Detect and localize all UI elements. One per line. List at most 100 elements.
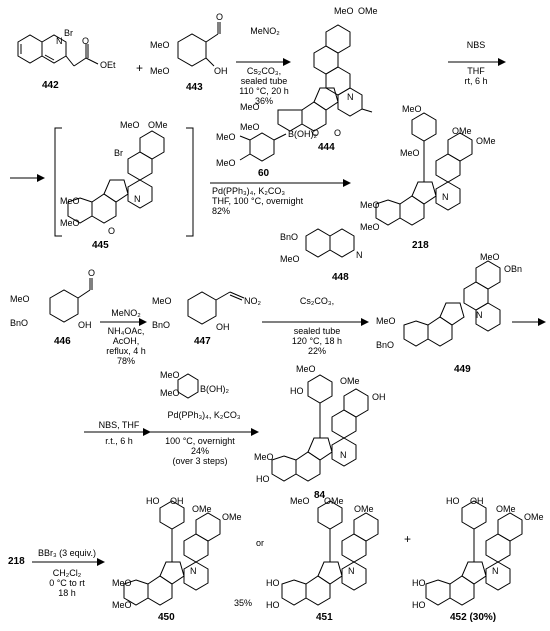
group-MeO-448: MeO: [280, 254, 300, 264]
group-MeO-444c: MeO: [240, 102, 260, 112]
compound-446: 446: [54, 336, 71, 347]
conditions-r8-top: BBr₃ (3 equiv.): [30, 548, 104, 558]
cond-r5-1: sealed tube: [293, 326, 341, 336]
group-OMe-444b: OMe: [358, 6, 378, 16]
group-OEt-442: OEt: [100, 60, 116, 70]
atom-N-451: N: [348, 566, 355, 576]
group-OH-446: OH: [78, 320, 92, 330]
group-MeO-450f: MeO: [112, 600, 132, 610]
atom-N-448: N: [356, 250, 363, 260]
compound-442: 442: [42, 80, 59, 91]
atom-Br-445: Br: [114, 148, 123, 158]
group-OMe-452c: OMe: [496, 504, 516, 514]
atom-Br-442: Br: [64, 28, 73, 38]
atom-O-444a: O: [312, 128, 320, 138]
conditions-r7-bottom: 100 °C, overnight 24% (over 3 steps): [150, 436, 250, 466]
structure-451: [281, 500, 379, 606]
cond-r4-3: reflux, 4 h: [106, 346, 146, 356]
atom-O-442: O: [82, 36, 90, 46]
group-MeO-446: MeO: [10, 294, 30, 304]
conditions-r6-top: NBS, THF: [90, 420, 148, 430]
cond-r3-1: THF, 100 °C, overnight: [212, 196, 304, 206]
group-BnO-446: BnO: [10, 318, 29, 328]
group-BnO-449: BnO: [376, 340, 395, 350]
group-MeO-443b: MeO: [150, 66, 170, 76]
structure-445: [67, 130, 165, 224]
group-BnO-447: BnO: [152, 320, 171, 330]
group-HO-452e: HO: [412, 578, 426, 588]
compound-443: 443: [186, 82, 203, 93]
cond-r8-3: 18 h: [58, 588, 76, 598]
structure-449: [403, 260, 501, 347]
structure-444: [277, 24, 373, 132]
cond-r7-2: 24%: [190, 446, 209, 456]
group-OH-443: OH: [214, 66, 228, 76]
cond-r5-0: Cs₂CO₃,: [299, 296, 335, 306]
conditions-r2-top: NBS: [452, 40, 500, 50]
group-OMe-445b: OMe: [148, 120, 168, 130]
plus-sign-2: +: [404, 532, 412, 546]
group-HO-452f: HO: [412, 600, 426, 610]
group-BOH2-60: B(OH)₂: [288, 129, 317, 139]
cond-r1-3: 110 °C, 20 h: [239, 86, 289, 96]
group-OMe-84c: OMe: [340, 376, 360, 386]
cond-r4-1: NH₄OAc,: [107, 326, 145, 336]
cond-r8-1: CH₂Cl₂: [52, 568, 82, 578]
cond-r1-0: MeNO₂: [250, 26, 280, 36]
bracket-left: [54, 127, 62, 237]
structure-452: [425, 500, 523, 606]
compound-218-start: 218: [8, 556, 25, 567]
group-NO2-447: NO₂: [244, 296, 261, 306]
structure-443: [177, 22, 221, 67]
cond-r8-2: 0 °C to rt: [49, 578, 85, 588]
atom-N-442: N: [56, 36, 63, 46]
cond-r1-2: sealed tube: [240, 76, 288, 86]
group-OMe-218c: OMe: [452, 126, 472, 136]
cond-r5-2: 120 °C, 18 h: [291, 336, 343, 346]
atom-N-450: N: [190, 566, 197, 576]
structure-450: [123, 500, 221, 606]
yield-450: 35%: [234, 598, 253, 608]
compound-444: 444: [318, 142, 335, 153]
group-OMe-451b: OMe: [324, 496, 344, 506]
conditions-r1-top: MeNO₂: [240, 26, 290, 36]
group-MeO-444d: MeO: [240, 122, 260, 132]
group-BOH2-ba: B(OH)₂: [200, 384, 229, 394]
group-MeO-445a: MeO: [120, 120, 140, 130]
conditions-r4-top: MeNO₂: [104, 308, 148, 318]
conditions-r6-bottom: r.t., 6 h: [90, 436, 148, 446]
conditions-r2-bottom: THF rt, 6 h: [452, 66, 500, 86]
structure-boronic-acid: [177, 373, 199, 399]
group-MeO-ba-b: MeO: [160, 388, 180, 398]
atom-N-218: N: [442, 192, 449, 202]
cond-r6-0: NBS, THF: [98, 420, 140, 430]
atom-N-84: N: [340, 450, 347, 460]
group-MeO-ba-a: MeO: [160, 370, 180, 380]
compound-449: 449: [454, 364, 471, 375]
group-OH-450b: OH: [170, 496, 184, 506]
compound-60: 60: [258, 168, 270, 179]
group-MeO-84b: MeO: [296, 364, 316, 374]
compound-218: 218: [412, 240, 429, 251]
cond-r2-1: THF: [467, 66, 485, 76]
group-MeO-447: MeO: [152, 296, 172, 306]
group-HO-450a: HO: [146, 496, 160, 506]
group-HO-84a: HO: [290, 386, 304, 396]
atom-O-444b: O: [334, 128, 342, 138]
cond-r3-0: Pd(PPh₃)₄, K₂CO₃: [212, 186, 286, 196]
plus-sign-1: +: [136, 61, 144, 75]
cond-r7-1: 100 °C, overnight: [165, 436, 235, 446]
conditions-r5: Cs₂CO₃,: [268, 296, 366, 306]
structure-442: [17, 34, 99, 67]
compound-450: 450: [158, 612, 175, 623]
group-HO-84f: HO: [256, 474, 270, 484]
group-OH-452b: OH: [470, 496, 484, 506]
cond-r1-4: 36%: [254, 96, 273, 106]
atom-N-444: N: [347, 92, 354, 102]
group-MeO-60b: MeO: [216, 158, 236, 168]
compound-452: 452 (30%): [450, 612, 497, 623]
cond-r5-3: 22%: [307, 346, 326, 356]
structure-448: [305, 228, 355, 258]
cond-r4-2: AcOH,: [112, 336, 140, 346]
